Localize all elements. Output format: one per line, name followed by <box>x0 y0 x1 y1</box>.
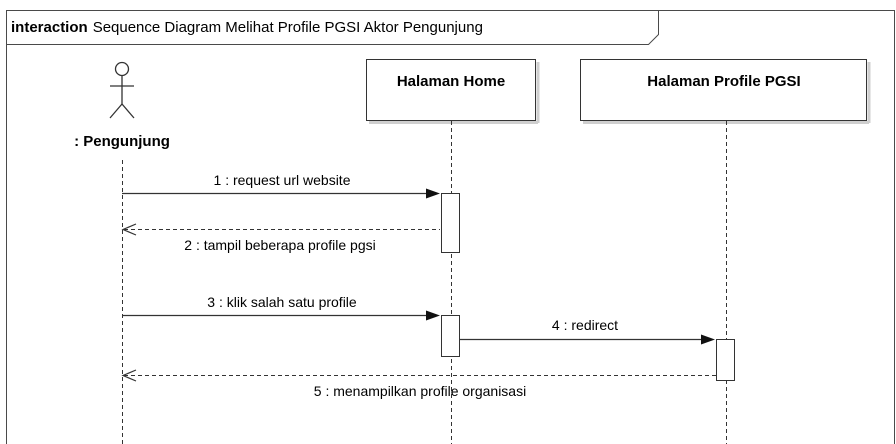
message-1-label: 1 : request url website <box>214 172 351 188</box>
interaction-frame <box>6 10 895 444</box>
activation-home-1 <box>441 193 460 253</box>
lifeline-label-home: Halaman Home <box>397 73 505 90</box>
message-3-arrowhead-icon <box>426 310 440 321</box>
activation-home-2 <box>441 315 460 357</box>
actor-figure-icon <box>109 61 135 119</box>
message-4-label: 4 : redirect <box>552 317 618 333</box>
actor-label: : Pengunjung <box>74 133 170 150</box>
message-5-label: 5 : menampilkan profile organisasi <box>314 383 526 399</box>
frame-title: Sequence Diagram Melihat Profile PGSI Ak… <box>93 19 483 36</box>
message-4-arrowhead-icon <box>701 334 715 345</box>
frame-title-tab <box>6 10 659 45</box>
lifeline-head-home <box>366 59 536 121</box>
frame-keyword: interaction <box>11 19 88 36</box>
lifeline-head-profile-pgsi <box>580 59 867 121</box>
message-2-arrowhead-icon <box>121 223 137 236</box>
message-1-arrowhead-icon <box>426 188 440 199</box>
message-3-label: 3 : klik salah satu profile <box>207 294 357 310</box>
lifeline-label-profile-pgsi: Halaman Profile PGSI <box>647 73 800 90</box>
activation-profile-pgsi <box>716 339 735 381</box>
message-5-arrowhead-icon <box>121 369 137 382</box>
message-2-label: 2 : tampil beberapa profile pgsi <box>184 237 375 253</box>
